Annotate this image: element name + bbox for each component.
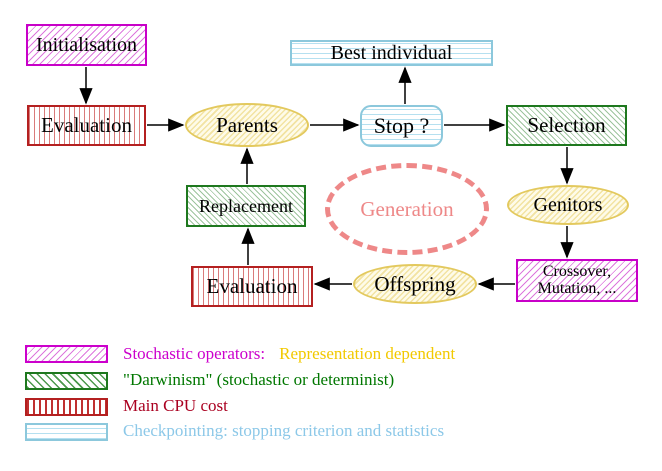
selection-box: Selection xyxy=(506,105,627,146)
generation-dashed-ellipse: Generation xyxy=(325,163,489,255)
legend-label-darwinism: "Darwinism" (stochastic or determinist) xyxy=(123,370,395,389)
legend-label-stochastic-main: Stochastic operators: xyxy=(123,344,266,363)
initialisation-box: Initialisation xyxy=(26,24,147,66)
crossover-mutation-box: Crossover, Mutation, ... xyxy=(516,259,638,302)
genitors-ellipse: Genitors xyxy=(507,185,629,225)
offspring-ellipse: Offspring xyxy=(353,264,477,304)
legend-swatch-cpu xyxy=(25,398,108,416)
legend-swatch-stochastic xyxy=(25,345,108,363)
evaluation-bottom-box: Evaluation xyxy=(191,266,313,307)
crossover-line2: Mutation, ... xyxy=(537,279,617,297)
legend-label-cpu: Main CPU cost xyxy=(123,396,228,415)
stop-box: Stop ? xyxy=(360,105,443,147)
legend-label-checkpointing: Checkpointing: stopping criterion and st… xyxy=(123,421,445,440)
parents-ellipse: Parents xyxy=(185,103,309,147)
legend-label-stochastic-sub: Representation dependent xyxy=(279,344,456,363)
crossover-line1: Crossover, xyxy=(542,262,612,280)
evaluation-top-box: Evaluation xyxy=(27,105,146,146)
replacement-box: Replacement xyxy=(186,185,306,227)
legend-swatch-darwinism xyxy=(25,372,108,390)
best-individual-box: Best individual xyxy=(290,40,493,66)
legend-swatch-checkpointing xyxy=(25,423,108,441)
legend-label-stochastic: Stochastic operators: Representation depe… xyxy=(123,344,456,363)
